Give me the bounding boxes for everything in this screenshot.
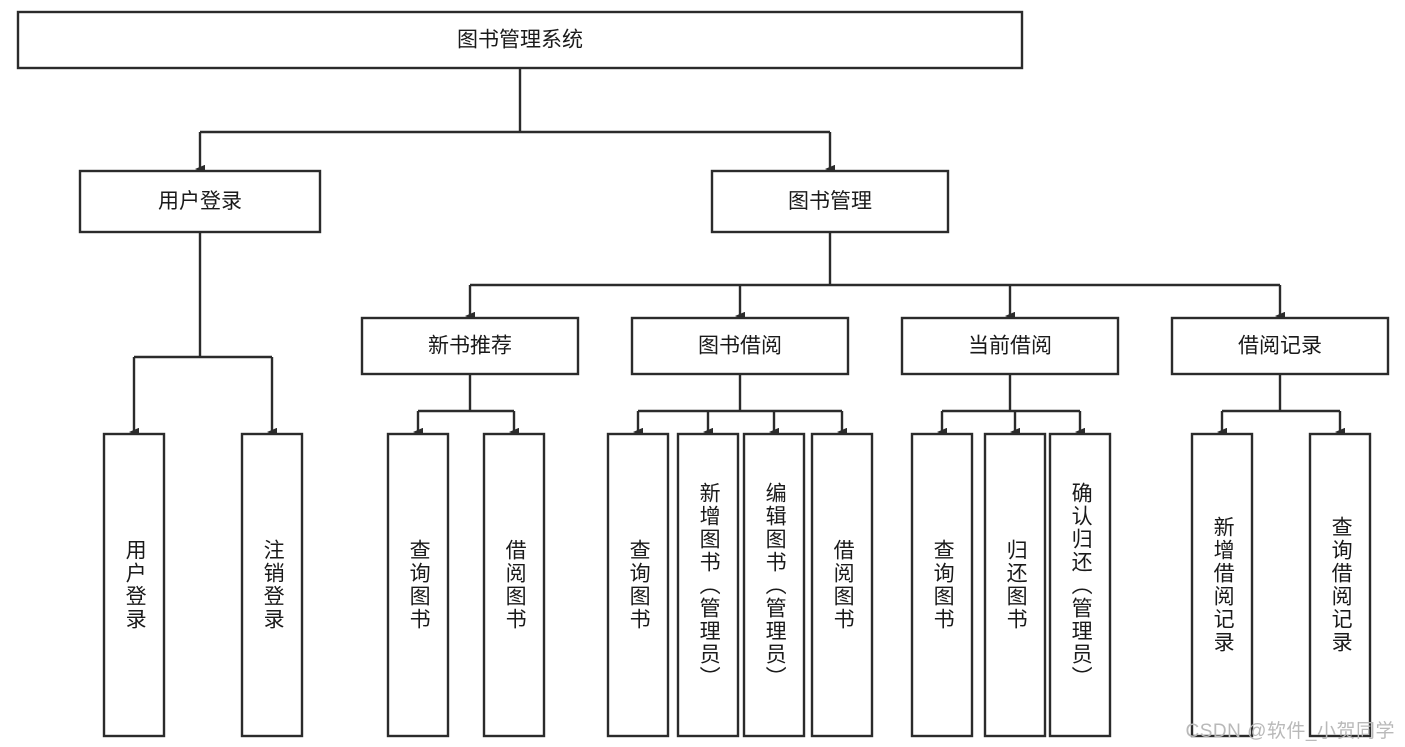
node-label-borrow-record: 借阅记录	[1238, 335, 1322, 358]
node-user-login[interactable]: 用户登录	[78, 169, 322, 234]
node-label-user-login: 用户登录	[158, 190, 242, 213]
node-borrow-record[interactable]: 借阅记录	[1170, 316, 1390, 376]
node-label-new-book-rec: 新书推荐	[428, 335, 512, 358]
node-book-manage[interactable]: 图书管理	[710, 169, 950, 234]
edge-newbook-to-leaves	[413, 374, 519, 437]
node-leaf-edit-book[interactable]	[742, 432, 806, 738]
node-leaf-query-record[interactable]	[1308, 432, 1372, 738]
node-new-book-rec[interactable]: 新书推荐	[360, 316, 580, 376]
watermark-text: CSDN @软件_小贺同学	[1185, 721, 1395, 742]
edge-root-to-level2	[195, 68, 835, 174]
edge-bookborrow-to-leaves	[633, 374, 847, 437]
edge-bookmanage-to-level3	[465, 232, 1285, 321]
node-leaf-add-record[interactable]	[1190, 432, 1254, 738]
node-leaf-confirm-return[interactable]	[1048, 432, 1112, 738]
node-current-borrow[interactable]: 当前借阅	[900, 316, 1120, 376]
edge-userlogin-to-leaves	[129, 232, 277, 437]
node-leaf-query-book-2[interactable]	[606, 432, 670, 738]
node-label-root: 图书管理系统	[457, 29, 583, 52]
node-label-current-borrow: 当前借阅	[968, 335, 1052, 358]
node-leaf-borrow-book-2[interactable]	[810, 432, 874, 738]
node-root[interactable]: 图书管理系统	[16, 10, 1024, 70]
node-leaf-return-book[interactable]	[983, 432, 1047, 738]
node-leaf-add-book[interactable]	[676, 432, 740, 738]
edge-current-to-leaves	[937, 374, 1085, 437]
node-leaf-query-book-1[interactable]	[386, 432, 450, 738]
node-leaf-borrow-book-1[interactable]	[482, 432, 546, 738]
node-leaf-user-logout[interactable]	[240, 432, 304, 738]
node-label-book-borrow: 图书借阅	[698, 335, 782, 358]
node-leaf-user-login[interactable]	[102, 432, 166, 738]
node-label-book-manage: 图书管理	[788, 190, 872, 213]
edges-layer	[129, 68, 1345, 437]
edge-record-to-leaves	[1217, 374, 1345, 437]
node-leaf-query-book-3[interactable]	[910, 432, 974, 738]
node-book-borrow[interactable]: 图书借阅	[630, 316, 850, 376]
